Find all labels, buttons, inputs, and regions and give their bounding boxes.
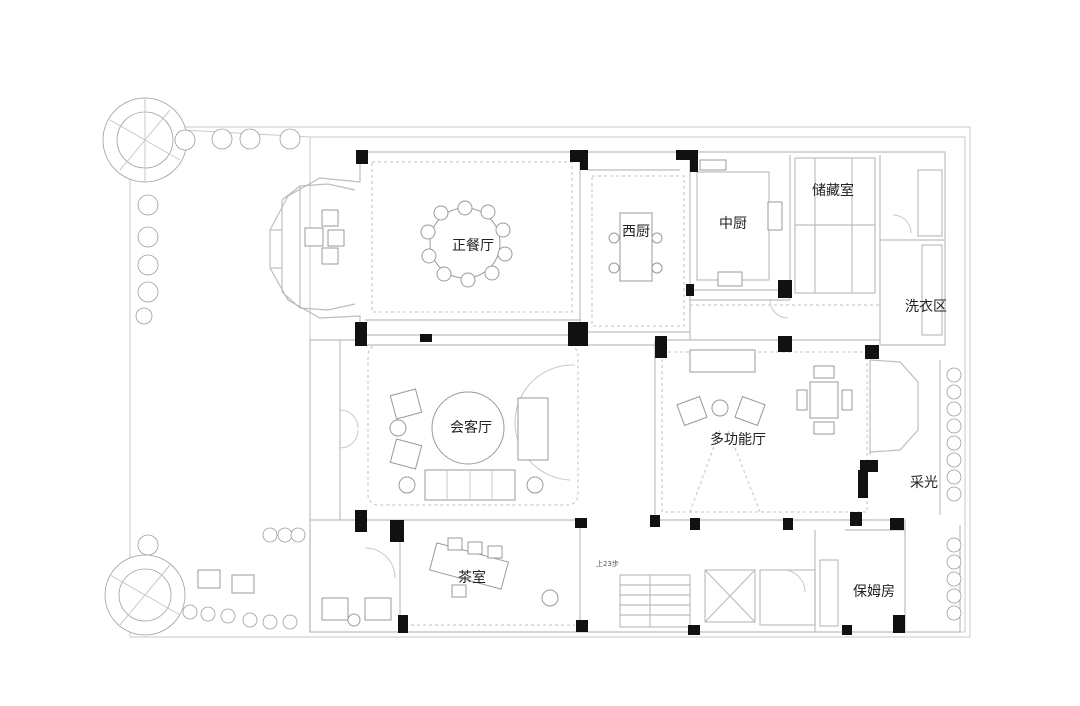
columns (355, 150, 905, 635)
label-stair: 上23步 (596, 559, 619, 568)
label-western-kitchen: 西厨 (622, 224, 650, 240)
label-lighting-well: 采光 (910, 475, 938, 491)
label-multi-function-hall: 多功能厅 (710, 431, 766, 448)
bay-dining-set (304, 209, 345, 265)
reception-furniture (389, 388, 549, 501)
garden-furniture (197, 569, 392, 627)
label-laundry: 洗衣区 (905, 299, 947, 315)
dining-table (420, 200, 513, 288)
label-chinese-kitchen: 中厨 (719, 216, 747, 232)
site-boundary (129, 126, 971, 638)
door-swings (339, 214, 912, 593)
kitchen-fixtures (699, 159, 783, 287)
label-nanny-room: 保姆房 (853, 584, 895, 600)
western-kitchen-island (608, 212, 663, 282)
tea-room-furniture (429, 537, 559, 607)
label-tea-room: 茶室 (458, 569, 486, 586)
label-reception-hall: 会客厅 (450, 419, 492, 436)
landscape-trees (102, 97, 962, 636)
multi-function-furniture (676, 349, 853, 513)
room-labels: 正餐厅 西厨 中厨 储藏室 洗衣区 会客厅 多功能厅 采光 茶室 保姆房 上23… (450, 182, 947, 600)
label-formal-dining: 正餐厅 (452, 238, 494, 254)
label-storage: 储藏室 (812, 182, 854, 199)
